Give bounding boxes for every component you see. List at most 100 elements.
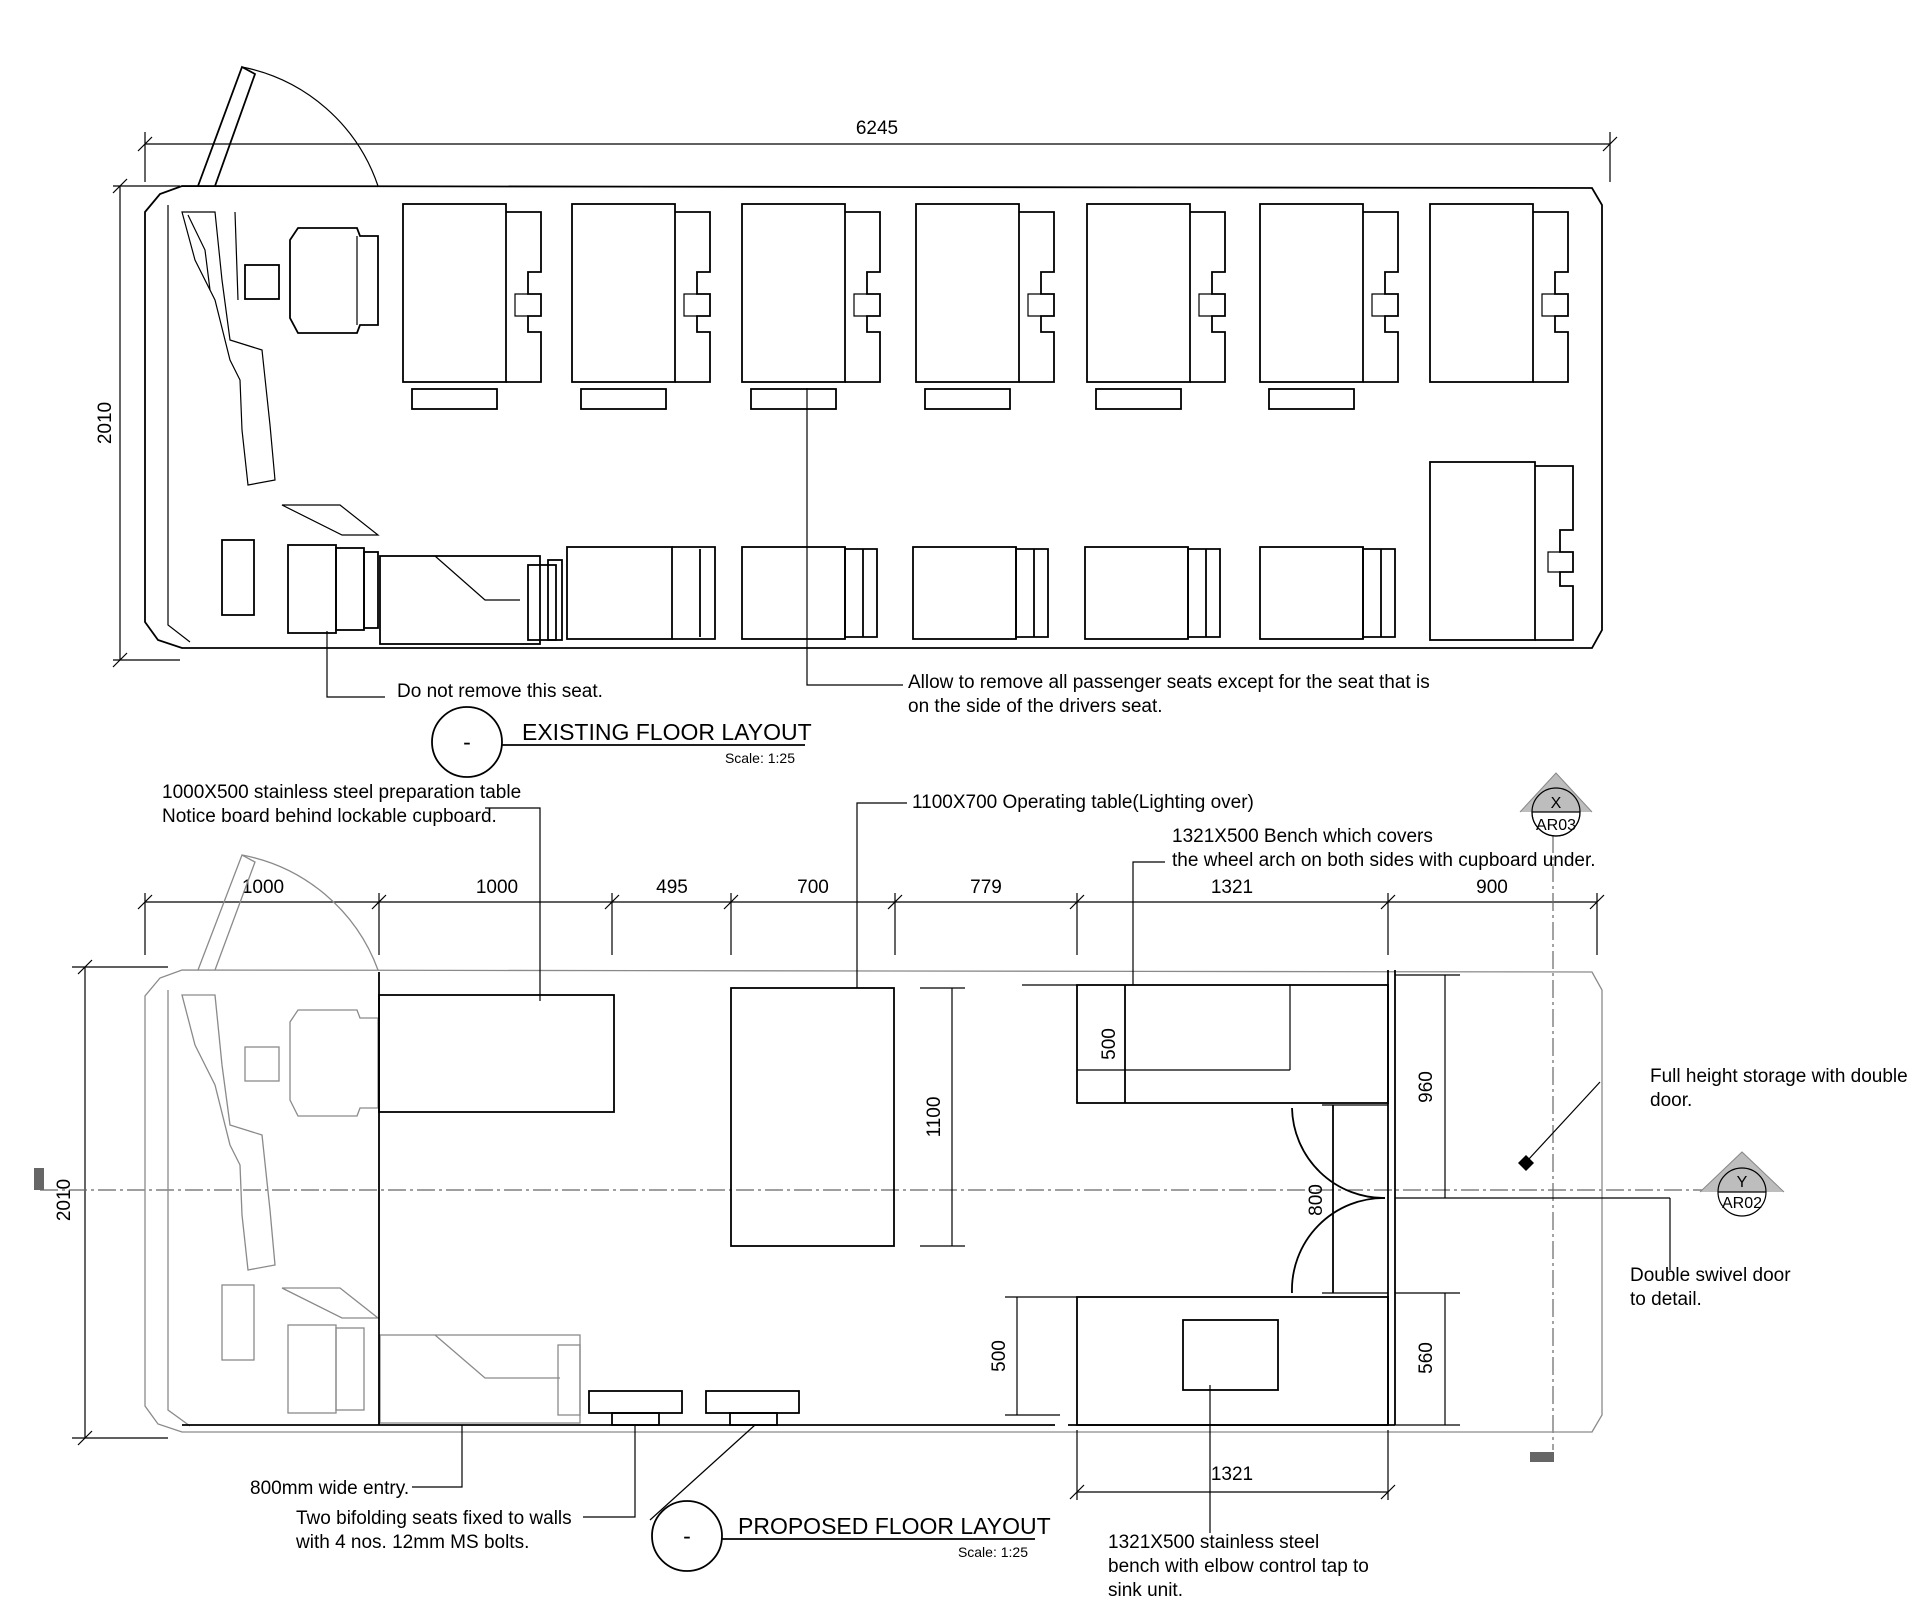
proposed-door-swing: [197, 854, 379, 971]
existing-title: EXISTING FLOOR LAYOUT: [522, 719, 812, 745]
existing-title-marker: -: [463, 729, 471, 755]
operating-table-dimension: 1100: [920, 987, 965, 1247]
top-bench: 500: [1022, 984, 1389, 1104]
existing-width-dimension: 2010: [95, 178, 180, 668]
dim-operating-table: 700: [797, 877, 829, 898]
proposed-width-label: 2010: [54, 1179, 75, 1221]
dim-gap: 495: [656, 877, 688, 898]
sink-note-line2: bench with elbow control tap to: [1108, 1556, 1369, 1577]
existing-length-dimension: 6245: [137, 118, 1618, 182]
swivel-door-note-line1: Double swivel door: [1630, 1265, 1791, 1286]
section-marker-bottom: [1530, 1452, 1554, 1462]
existing-footrests: [411, 388, 1355, 410]
sink-bench-depth: 500: [989, 1340, 1010, 1372]
proposed-scale: Scale: 1:25: [958, 1544, 1028, 1560]
existing-top-seat-row: [402, 203, 1569, 383]
bifolding-seat: [588, 1390, 683, 1414]
operating-table-leader: [856, 802, 907, 988]
sink-bench: 500 1321: [989, 1296, 1396, 1500]
existing-bottom-seat-row: [566, 546, 1396, 640]
passenger-seat: [571, 203, 711, 383]
bench-note-line1: 1321X500 Bench which covers: [1172, 826, 1433, 847]
bifolding-seat: [705, 1390, 800, 1414]
section-y-ref: AR02: [1722, 1195, 1762, 1212]
section-x-ref: AR03: [1536, 817, 1576, 834]
section-marker-x: X AR03: [1519, 772, 1593, 837]
seats-note-line1: Two bifolding seats fixed to walls: [296, 1508, 572, 1529]
dim-aisle: 779: [970, 877, 1002, 898]
sink-depth: 560: [1416, 1342, 1437, 1374]
existing-rear-seat: [1429, 461, 1574, 641]
proposed-top-dimensions: 1000 1000 495 700 779 1321 900: [137, 877, 1605, 955]
dim-cab: 1000: [242, 877, 284, 898]
top-bench-depth: 500: [1099, 1028, 1120, 1060]
proposed-title: PROPOSED FLOOR LAYOUT: [738, 1513, 1051, 1539]
existing-scale: Scale: 1:25: [725, 750, 795, 766]
bench-leader: [1132, 861, 1165, 985]
passenger-seat: [402, 203, 542, 383]
passenger-seat: [741, 546, 878, 640]
sink-bench-length: 1321: [1211, 1464, 1253, 1485]
seats-note-line2: with 4 nos. 12mm MS bolts.: [295, 1532, 529, 1553]
existing-title-block: - EXISTING FLOOR LAYOUT Scale: 1:25: [431, 706, 812, 778]
existing-retained-seat: [379, 555, 563, 645]
remove-seats-leader: [806, 388, 903, 686]
remove-seats-note-line2: on the side of the drivers seat.: [908, 696, 1163, 717]
passenger-seat: [1086, 203, 1226, 383]
proposed-width-dimension: 2010: [54, 959, 168, 1446]
sink-basin: [1182, 1319, 1279, 1391]
proposed-title-block: - PROPOSED FLOOR LAYOUT Scale: 1:25: [651, 1500, 1051, 1572]
keep-seat-leader: [326, 631, 385, 698]
bifolding-seats: [588, 1390, 800, 1426]
remove-seats-note-line1: Allow to remove all passenger seats exce…: [908, 672, 1430, 693]
storage-note-line1: Full height storage with double: [1650, 1066, 1908, 1087]
proposed-layout: 1000 1000 495 700 779 1321 900 2010: [34, 772, 1908, 1601]
passenger-seat: [1429, 203, 1569, 383]
dim-prep-table: 1000: [476, 877, 518, 898]
door-width: 800: [1306, 1184, 1327, 1216]
passenger-seat: [912, 546, 1049, 640]
storage-marker: [1518, 1155, 1534, 1171]
passenger-seat: [1259, 203, 1399, 383]
passenger-seat: [741, 203, 881, 383]
existing-length-label: 6245: [856, 118, 898, 139]
seats-leader-2: [649, 1424, 756, 1521]
prep-table-note-line2: Notice board behind lockable cupboard.: [162, 806, 497, 827]
dim-storage: 900: [1476, 877, 1508, 898]
section-y-letter: Y: [1737, 1174, 1748, 1191]
existing-layout: 6245 2010: [95, 65, 1618, 778]
swivel-door-note-line2: to detail.: [1630, 1289, 1702, 1310]
sink-note-line1: 1321X500 stainless steel: [1108, 1532, 1319, 1553]
bench-note-line2: the wheel arch on both sides with cupboa…: [1172, 850, 1596, 871]
prep-table-leader: [485, 807, 541, 1001]
section-marker-y: Y AR02: [1699, 1151, 1785, 1217]
section-marker-left: [34, 1168, 44, 1190]
storage-unit: 960 560: [1387, 970, 1671, 1426]
proposed-body-outline: [144, 969, 1603, 1433]
passenger-seat: [1259, 546, 1396, 640]
existing-door-swing: [197, 65, 379, 187]
passenger-seat: [1084, 546, 1221, 640]
sink-note-line3: sink unit.: [1108, 1580, 1183, 1601]
operating-table-length: 1100: [924, 1097, 945, 1138]
proposed-title-marker: -: [683, 1523, 691, 1549]
operating-table: [730, 987, 895, 1247]
storage-depth: 960: [1416, 1071, 1437, 1103]
dim-bench: 1321: [1211, 877, 1253, 898]
prep-table-note-line1: 1000X500 stainless steel preparation tab…: [162, 782, 521, 803]
proposed-driver-cab: [181, 994, 581, 1424]
entry-note: 800mm wide entry.: [250, 1478, 409, 1499]
preparation-table: [378, 994, 615, 1113]
passenger-seat: [915, 203, 1055, 383]
operating-table-note: 1100X700 Operating table(Lighting over): [912, 792, 1254, 813]
double-swivel-door: 800: [1291, 1104, 1388, 1294]
existing-driver-cab: [181, 211, 380, 634]
existing-width-label: 2010: [95, 402, 116, 444]
storage-note-line2: door.: [1650, 1090, 1692, 1111]
keep-seat-note: Do not remove this seat.: [397, 681, 603, 702]
seats-leader: [583, 1425, 636, 1518]
section-x-letter: X: [1551, 795, 1562, 812]
entry-leader: [412, 1425, 463, 1488]
existing-body-outline: [144, 185, 1603, 649]
